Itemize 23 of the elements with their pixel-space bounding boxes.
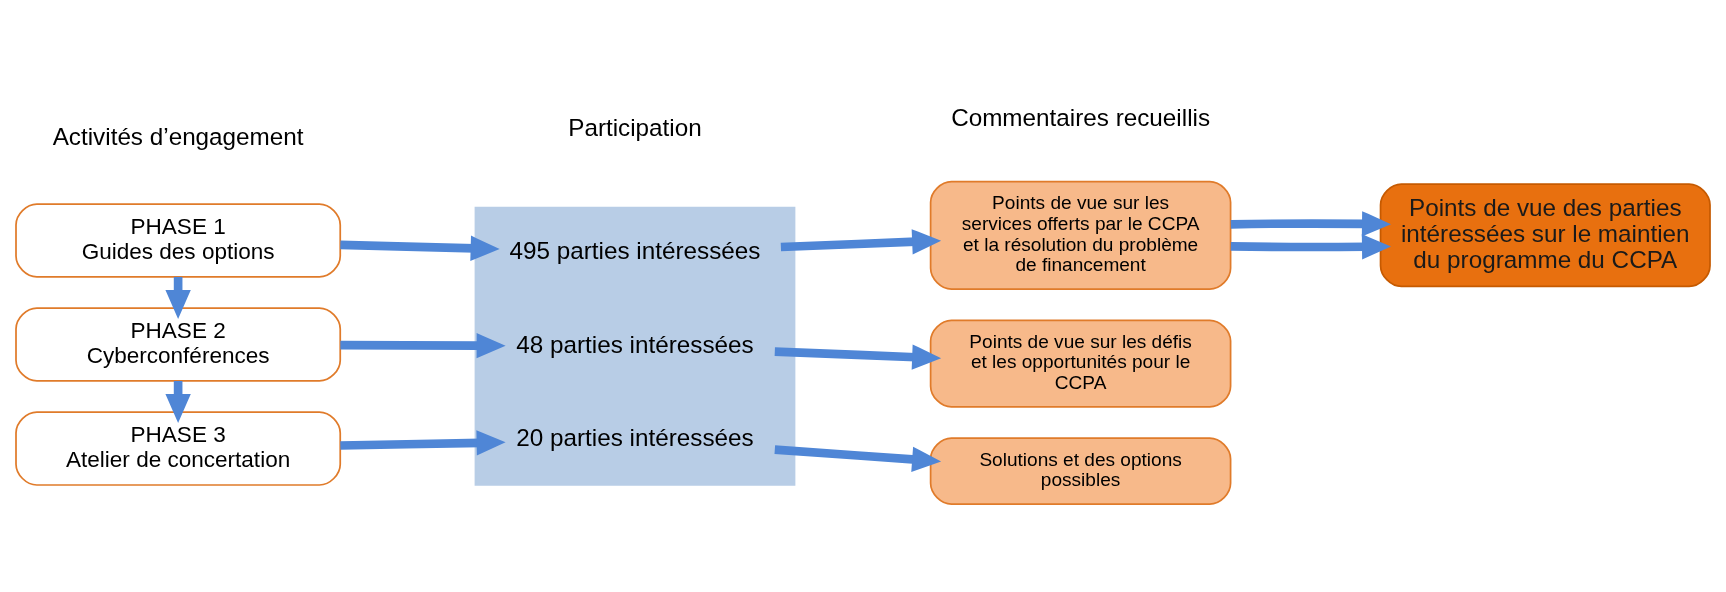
label: Participation [568,113,702,141]
arrow [165,276,191,319]
node-box: Points de vue sur les services offerts par le CCPA et la résolution du problème de financement [929,180,1232,290]
arrow [774,344,942,370]
node-box: Solutions et des options possibles [929,437,1232,505]
node-box: Points de vue sur les défis et les opportunités pour le CCPA [929,319,1232,408]
arrow [1230,234,1391,260]
arrow [340,430,506,456]
label: Commentaires recueillis [951,103,1211,131]
arrow [774,445,942,473]
arrow [165,380,191,423]
arrow [1230,211,1391,237]
arrow [340,332,506,359]
node-text: 48 parties intéressées [516,330,754,358]
node-box: Points de vue des parties intéressées sur le maintien du programme du CCPA [1379,183,1711,288]
node-box: PHASE 1 Guides des options [15,203,342,278]
arrow [340,235,500,261]
node-text: 20 parties intéressées [516,424,754,452]
node-box: PHASE 3 Atelier de concertation [15,411,342,486]
node-box: PHASE 2 Cyberconférences [15,307,342,382]
node-text: 495 parties intéressées [509,237,761,265]
arrow [780,229,942,255]
label: Activités d’engagement [52,122,304,150]
